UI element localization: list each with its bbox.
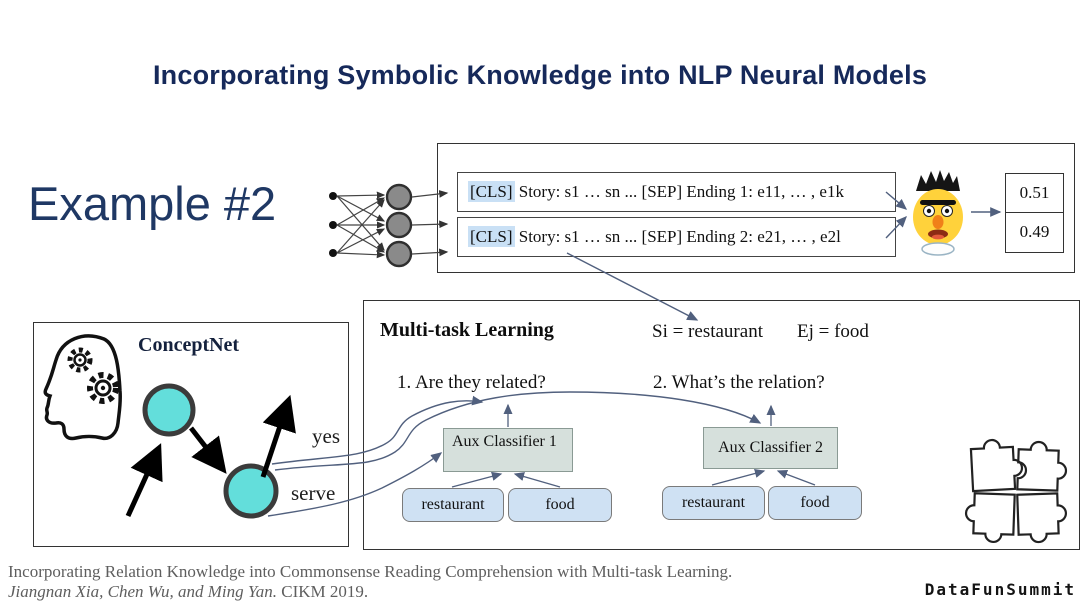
- score-box: 0.51 0.49: [1005, 173, 1064, 253]
- cls-token: [CLS]: [468, 181, 515, 202]
- input-chip-food-2: food: [768, 486, 862, 520]
- citation-line-2: Jiangnan Xia, Chen Wu, and Ming Yan. CIK…: [8, 582, 368, 602]
- neural-network-icon: [329, 183, 449, 268]
- multitask-title: Multi-task Learning: [380, 319, 554, 341]
- conceptnet-title: ConceptNet: [138, 334, 240, 356]
- aux-classifier-2: Aux Classifier 2: [703, 427, 838, 469]
- ej-label: Ej = food: [797, 321, 869, 342]
- citation-line-1: Incorporating Relation Knowledge into Co…: [8, 562, 733, 581]
- input-chip-food-1: food: [508, 488, 612, 522]
- input-chip-restaurant-2: restaurant: [662, 486, 765, 520]
- question-1: 1. Are they related?: [397, 372, 546, 393]
- bert-input-row-1: [CLS] Story: s1 … sn ... [SEP] Ending 1:…: [457, 172, 896, 212]
- score-top: 0.51: [1006, 174, 1063, 213]
- score-bottom: 0.49: [1019, 222, 1050, 241]
- aux-classifier-1: Aux Classifier 1: [443, 428, 573, 472]
- cls-token: [CLS]: [468, 226, 515, 247]
- citation-authors: Jiangnan Xia, Chen Wu, and Ming Yan.: [8, 582, 278, 601]
- relation-label-yes: yes: [312, 424, 340, 448]
- question-2: 2. What’s the relation?: [653, 372, 825, 393]
- bert-input-row-1-text: Story: s1 … sn ... [SEP] Ending 1: e11, …: [514, 182, 844, 201]
- citation-venue: CIKM 2019.: [277, 582, 369, 601]
- relation-label-serve: serve: [291, 481, 336, 505]
- bert-input-row-2: [CLS] Story: s1 … sn ... [SEP] Ending 2:…: [457, 217, 896, 257]
- example-label: Example #2: [28, 177, 277, 230]
- bert-input-row-2-text: Story: s1 … sn ... [SEP] Ending 2: e21, …: [514, 227, 841, 246]
- datafunsummit-logo: DataFunSummit: [924, 580, 1076, 599]
- input-chip-restaurant-1: restaurant: [402, 488, 504, 522]
- slide-title: Incorporating Symbolic Knowledge into NL…: [152, 60, 928, 90]
- si-label: Si = restaurant: [652, 321, 763, 342]
